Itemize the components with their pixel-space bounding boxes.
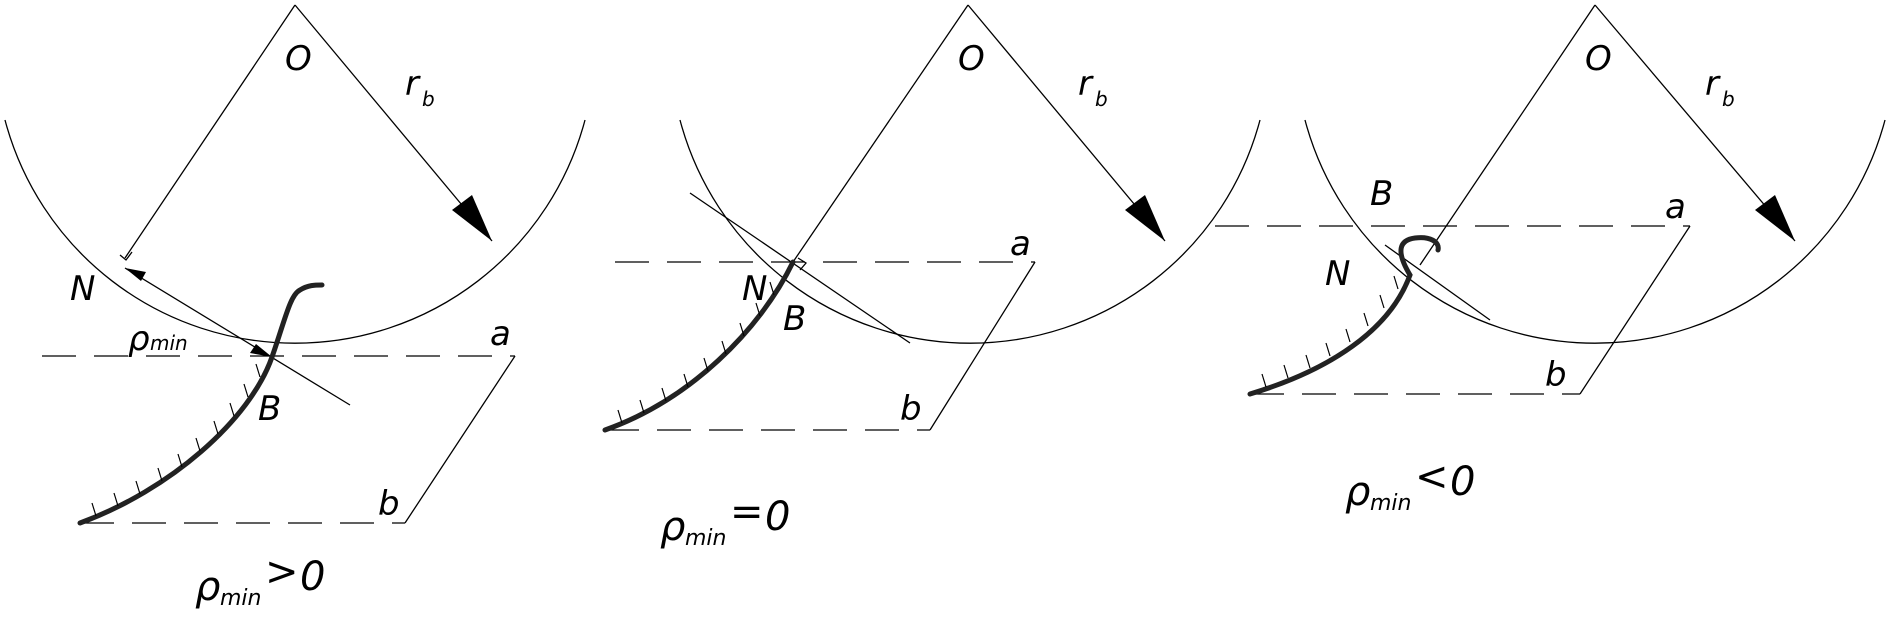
label-point-b: B <box>1370 174 1393 214</box>
cam-profile-curve <box>602 259 796 433</box>
radius-line-on <box>1419 4 1596 266</box>
label-point-n: N <box>70 269 95 309</box>
arrowhead <box>1125 195 1165 241</box>
right-angle-mark <box>797 257 807 271</box>
hatching <box>91 363 261 517</box>
label-line-a: a <box>1665 187 1686 227</box>
label-center-o: O <box>1585 39 1612 79</box>
label-center-o: O <box>958 39 985 79</box>
label-line-b: b <box>378 484 400 524</box>
radius-rb-arrow <box>1594 4 1796 242</box>
label-radius-sub: b <box>1095 87 1108 111</box>
radius-rb-arrow <box>967 4 1166 242</box>
label-point-n: N <box>742 269 767 309</box>
arrowhead <box>452 195 492 241</box>
label-center-o: O <box>285 39 312 79</box>
caption-rho-sub: min <box>685 526 727 551</box>
label-point-b: B <box>783 299 806 339</box>
caption-value: 0 <box>300 554 325 600</box>
label-radius-sub: b <box>1722 87 1735 111</box>
label-line-a: a <box>490 314 511 354</box>
panel-rho-zero: O r b N B a b ρ min = 0 <box>602 4 1261 551</box>
label-line-b: b <box>1545 355 1567 395</box>
arrowhead <box>1755 195 1795 241</box>
caption-rho-sub: min <box>220 586 262 611</box>
caption-value: 0 <box>1450 459 1475 505</box>
label-line-a: a <box>1010 224 1031 264</box>
radius-rb-arrow <box>294 4 493 242</box>
label-radius-sub: b <box>422 87 435 111</box>
caption-operator: = <box>730 489 764 535</box>
caption-operator: > <box>265 549 299 595</box>
label-rho: ρ <box>128 319 150 359</box>
base-circle-arc <box>4 119 586 344</box>
rho-arrowhead-end <box>250 344 272 357</box>
caption-rho-sub: min <box>1370 491 1412 516</box>
caption-rho-symbol: ρ <box>195 564 220 610</box>
caption-rho-symbol: ρ <box>1345 469 1370 515</box>
base-circle-arc <box>679 119 1261 344</box>
caption-value: 0 <box>765 494 790 540</box>
slanted-connector <box>404 355 516 524</box>
label-radius-r: r <box>1078 64 1094 104</box>
label-point-b: B <box>258 389 281 429</box>
cam-profile-curve <box>77 282 325 526</box>
rho-arrowhead-start <box>125 268 146 281</box>
hatching <box>1261 275 1399 388</box>
panel-rho-positive: O r b N B a b ρ min ρ min > 0 <box>4 4 586 611</box>
label-radius-r: r <box>1705 64 1721 104</box>
radius-line-ob <box>792 4 969 263</box>
caption-rho-symbol: ρ <box>660 504 685 550</box>
radius-line-on <box>124 4 296 259</box>
label-radius-r: r <box>405 64 421 104</box>
tangent-line <box>689 192 911 344</box>
slanted-connector <box>1579 225 1691 395</box>
slanted-connector <box>929 261 1036 431</box>
cam-profile-curve <box>1247 235 1441 397</box>
caption-operator: < <box>1415 454 1449 500</box>
hatching <box>617 281 775 424</box>
panel-rho-negative: O r b N B a b ρ min < 0 <box>1215 4 1886 516</box>
right-angle-mark <box>119 251 133 261</box>
label-point-n: N <box>1325 254 1350 294</box>
base-circle-arc <box>1304 119 1886 344</box>
label-rho-sub: min <box>150 331 188 355</box>
label-line-b: b <box>900 389 922 429</box>
normal-line <box>124 267 351 406</box>
